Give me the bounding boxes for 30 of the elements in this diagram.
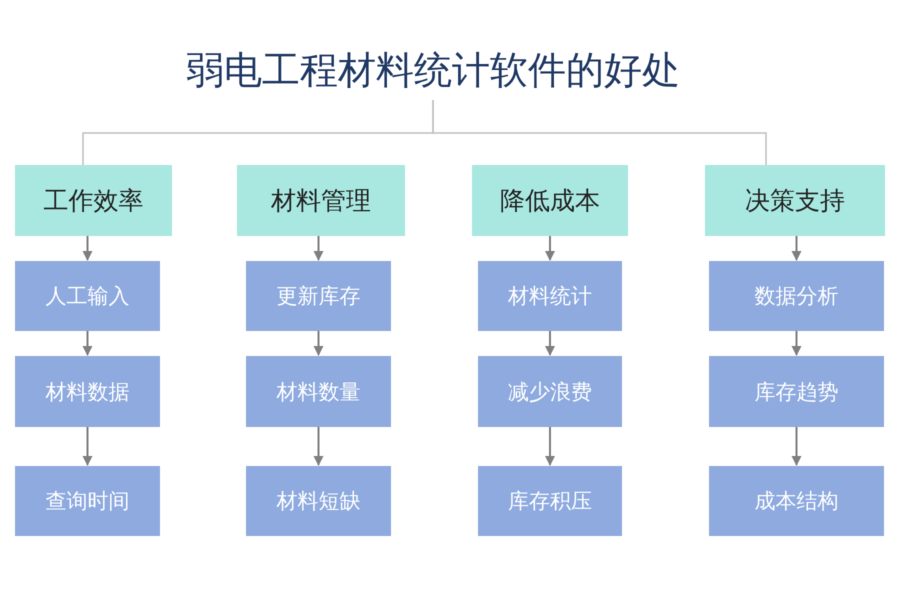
item-box: 材料短缺 bbox=[246, 466, 391, 536]
category-box: 材料管理 bbox=[237, 165, 405, 236]
arrow bbox=[82, 331, 92, 356]
arrow bbox=[314, 427, 324, 466]
category-box: 降低成本 bbox=[472, 165, 628, 236]
item-box: 成本结构 bbox=[709, 466, 884, 536]
arrow bbox=[545, 427, 555, 466]
item-box: 材料统计 bbox=[478, 261, 622, 331]
category-box: 决策支持 bbox=[705, 165, 885, 236]
item-box: 查询时间 bbox=[15, 466, 160, 536]
arrow bbox=[82, 236, 92, 261]
arrow bbox=[314, 236, 324, 261]
item-box: 材料数据 bbox=[15, 356, 160, 427]
arrow bbox=[792, 331, 802, 356]
arrow bbox=[314, 331, 324, 356]
arrow bbox=[792, 427, 802, 466]
category-box: 工作效率 bbox=[15, 165, 172, 236]
diagram-title: 弱电工程材料统计软件的好处 bbox=[140, 40, 726, 100]
arrow bbox=[82, 427, 92, 466]
item-box: 库存积压 bbox=[478, 466, 622, 536]
connector-line bbox=[432, 100, 767, 165]
item-box: 材料数量 bbox=[246, 356, 391, 427]
arrow bbox=[545, 331, 555, 356]
item-box: 库存趋势 bbox=[709, 356, 884, 427]
arrow bbox=[792, 236, 802, 261]
item-box: 数据分析 bbox=[709, 261, 884, 331]
item-box: 更新库存 bbox=[246, 261, 391, 331]
arrow bbox=[545, 236, 555, 261]
item-box: 减少浪费 bbox=[478, 356, 622, 427]
item-box: 人工输入 bbox=[15, 261, 160, 331]
